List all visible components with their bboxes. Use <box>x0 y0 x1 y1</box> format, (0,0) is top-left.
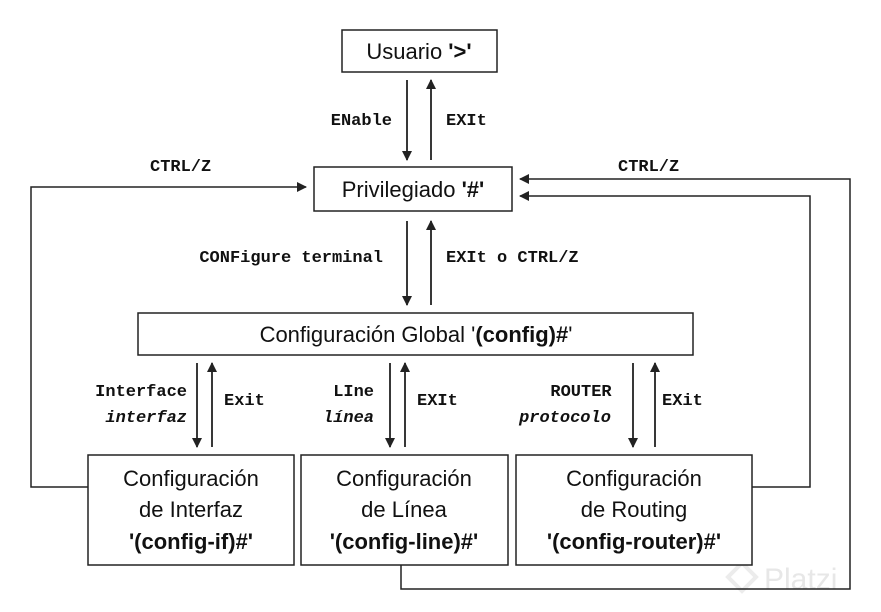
linea-line3: '(config-line)#' <box>330 529 479 554</box>
label-protocolo: protocolo <box>518 409 611 428</box>
arrow-ctrlz-interfaz <box>30 182 307 488</box>
label-interface: Interface <box>95 383 187 402</box>
label-exit-user: EXIt <box>446 112 487 131</box>
box-config-routing: Configuración de Routing '(config-router… <box>515 454 753 566</box>
box-config-interfaz: Configuración de Interfaz '(config-if)#' <box>87 454 295 566</box>
platzi-logo-icon <box>725 560 759 594</box>
interfaz-line3: '(config-if)#' <box>129 529 253 554</box>
label-interfaz: interfaz <box>105 409 187 428</box>
config-global-text: Configuración Global '(config)#' <box>260 322 573 347</box>
label-exit-router: EXit <box>662 392 703 411</box>
label-line: LIne <box>333 383 374 402</box>
label-ctrlz-right: CTRL/Z <box>618 158 679 177</box>
routing-line1: Configuración <box>566 466 702 491</box>
routing-line3: '(config-router)#' <box>547 529 721 554</box>
privilegiado-text: Privilegiado '#' <box>342 177 485 202</box>
label-ctrlz-left: CTRL/Z <box>150 158 211 177</box>
interfaz-line1: Configuración <box>123 466 259 491</box>
label-linea: línea <box>323 409 374 428</box>
arrow-ctrlz-linea <box>400 174 851 590</box>
arrow-ctrlz-routing <box>519 191 811 488</box>
label-exit-or-ctrlz: EXIt o CTRL/Z <box>446 249 579 268</box>
box-privilegiado: Privilegiado '#' <box>313 166 513 212</box>
box-config-global: Configuración Global '(config)#' <box>137 312 694 356</box>
label-configure-terminal: CONFigure terminal <box>199 249 383 268</box>
watermark-text: Platzi <box>764 563 837 596</box>
box-config-linea: Configuración de Línea '(config-line)#' <box>300 454 509 566</box>
label-router: ROUTER <box>550 383 612 402</box>
label-exit-if: Exit <box>224 392 265 411</box>
label-enable: ENable <box>331 112 392 131</box>
label-exit-line: EXIt <box>417 392 458 411</box>
platzi-watermark: Platzi <box>725 560 837 596</box>
usuario-text: Usuario '>' <box>366 39 471 64</box>
interfaz-line2: de Interfaz <box>139 497 243 522</box>
routing-line2: de Routing <box>581 497 687 522</box>
linea-line1: Configuración <box>336 466 472 491</box>
box-usuario: Usuario '>' <box>341 29 498 73</box>
linea-line2: de Línea <box>361 497 447 522</box>
